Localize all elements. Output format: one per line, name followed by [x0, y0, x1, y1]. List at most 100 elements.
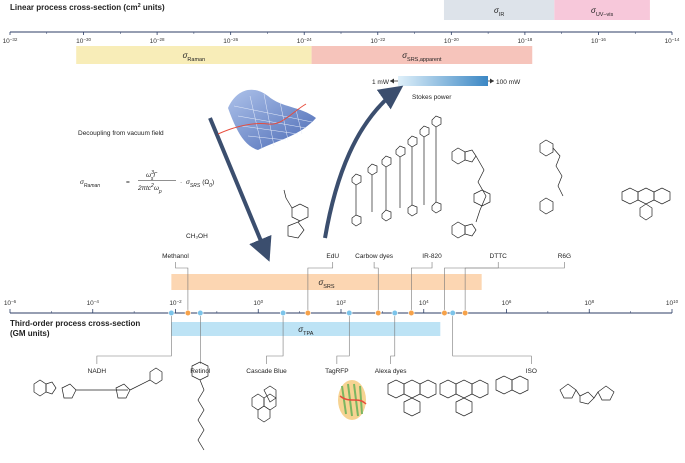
methanol-formula: CH₃OH [186, 233, 208, 240]
linear-axis-title: Linear process cross-section (cm2 units) [10, 3, 165, 12]
linear-tick-label: 10−32 [3, 37, 18, 46]
svg-text:σRaman: σRaman [80, 179, 100, 189]
third-tick-label: 10−4 [87, 299, 100, 308]
bottom-molecule-label: NADH [88, 368, 107, 375]
third-tick-label: 102 [336, 299, 346, 308]
iso-structure-icon [559, 383, 615, 405]
molecule-points [168, 309, 469, 317]
srs-point [375, 309, 382, 317]
top-connector-line [175, 262, 189, 313]
svg-text:·: · [180, 179, 182, 186]
tpa-point [197, 309, 204, 317]
linear-tick-label: 10−26 [223, 37, 238, 46]
third-axis-title-line2: (GM units) [10, 329, 50, 338]
srs-to-apparent-arrow [323, 85, 404, 239]
linear-tick-label: 10−20 [444, 37, 459, 46]
svg-text:=: = [126, 179, 130, 186]
third-axis-title-line1: Third-order process cross-section [10, 319, 140, 328]
molecule-connectors [96, 262, 565, 364]
third-tick-label: 10−2 [169, 299, 182, 308]
top-molecule-label: Carbow dyes [355, 253, 394, 260]
stokes-arrowhead-right-icon [490, 78, 494, 84]
top-connector-line [464, 262, 565, 313]
bottom-molecule-label: TagRFP [325, 368, 348, 375]
top-molecule-label: DTTC [490, 253, 508, 260]
stokes-max-label: 100 mW [496, 79, 521, 86]
bottom-molecule-label: ISO [526, 368, 537, 375]
bottom-connector-line [336, 313, 350, 364]
third-tick-label: 10−6 [4, 299, 17, 308]
alexa-dyes-structure-icon [387, 375, 529, 417]
band-raman [76, 46, 312, 64]
srs-point [184, 309, 192, 317]
r6g-structure-icon [621, 187, 671, 221]
stokes-gradient-bar [398, 76, 488, 86]
srs-point [462, 309, 469, 317]
stokes-power-indicator: 1 mW 100 mW Stokes power [372, 76, 521, 101]
band-srs-label: σSRS,apparent [402, 51, 442, 63]
raman-to-srs-arrow [208, 117, 272, 262]
bottom-molecule-structures [33, 361, 615, 451]
third-tick-label: 104 [419, 299, 429, 308]
ir820-structure-icon [451, 147, 491, 239]
top-molecule-label: Methanol [162, 253, 189, 260]
decoupling-label: Decoupling from vacuum field [78, 130, 164, 137]
stokes-caption: Stokes power [412, 94, 452, 101]
bottom-connector-line [96, 313, 172, 364]
svg-text:2πtc2ωp: 2πtc2ωp [137, 183, 162, 195]
linear-tick-label: 10−30 [76, 37, 91, 46]
band-third-srs [171, 274, 482, 290]
carbow-dyes-structure-icon [351, 115, 442, 227]
dttc-structure-icon [539, 139, 564, 215]
top-molecule-label: R6G [558, 253, 571, 260]
linear-tick-label: 10−16 [591, 37, 606, 46]
srs-point [441, 309, 448, 317]
tagrfp-structure-icon [338, 380, 367, 420]
svg-text:σSRS(Ω0): σSRS(Ω0) [186, 179, 214, 189]
bottom-molecule-label: Alexa dyes [375, 368, 408, 375]
third-tick-label: 100 [253, 299, 263, 308]
bottom-molecule-label: Retinol [190, 368, 211, 375]
srs-point [408, 309, 415, 317]
bottom-connector-line [452, 313, 532, 364]
tpa-point [279, 309, 287, 317]
third-tick-label: 1010 [666, 299, 679, 308]
bottom-connector-line [266, 313, 284, 364]
tpa-point [391, 309, 398, 317]
third-tick-label: 106 [502, 299, 512, 308]
retinol-structure-icon [191, 361, 209, 451]
stokes-arrowhead-left-icon [390, 78, 394, 84]
vacuum-field-mesh-icon [217, 89, 316, 150]
top-molecule-structures: CH₃OH [186, 115, 671, 240]
top-connector-line [373, 262, 379, 313]
top-connector-line [307, 262, 334, 313]
band-srs [311, 46, 533, 64]
band-raman-label: σRaman [183, 51, 206, 63]
top-molecule-label: IR-820 [422, 253, 442, 260]
band-third-srs-label: σSRS [318, 278, 334, 290]
top-molecule-labels: Methanol EdU Carbow dyes IR-820 DTTC R6G [162, 253, 571, 260]
linear-tick-label: 10−22 [370, 37, 385, 46]
bottom-connector-line [390, 313, 396, 364]
band-ir [443, 0, 555, 20]
nadh-structure-icon [33, 367, 163, 399]
top-connector-line [411, 262, 433, 313]
band-uv [554, 0, 650, 20]
top-molecule-label: EdU [326, 253, 339, 260]
srs-point [304, 309, 312, 317]
band-third-tpa [171, 322, 441, 336]
band-uv-label: σUV–vis [591, 6, 613, 18]
linear-tick-label: 10−18 [517, 37, 532, 46]
band-ir-label: σIR [494, 6, 504, 18]
stokes-min-label: 1 mW [372, 79, 390, 86]
tpa-point [168, 309, 175, 317]
linear-tick-label: 10−28 [150, 37, 165, 46]
tpa-point [449, 309, 456, 317]
